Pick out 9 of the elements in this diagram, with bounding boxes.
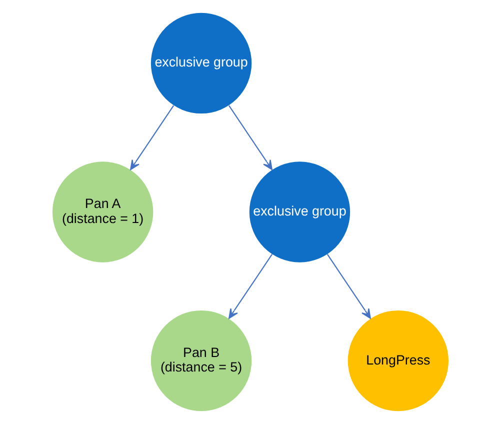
node-circle: LongPress [347,310,448,412]
node-circle: exclusive group [248,162,350,262]
arrow [130,105,174,170]
arrow [228,254,272,319]
arrow [326,254,370,319]
node-circle: exclusive group [150,12,252,114]
node-circle: Pan A (distance = 1) [52,162,153,262]
arrow [228,105,272,170]
node-circle: Pan B (distance = 5) [150,310,252,412]
